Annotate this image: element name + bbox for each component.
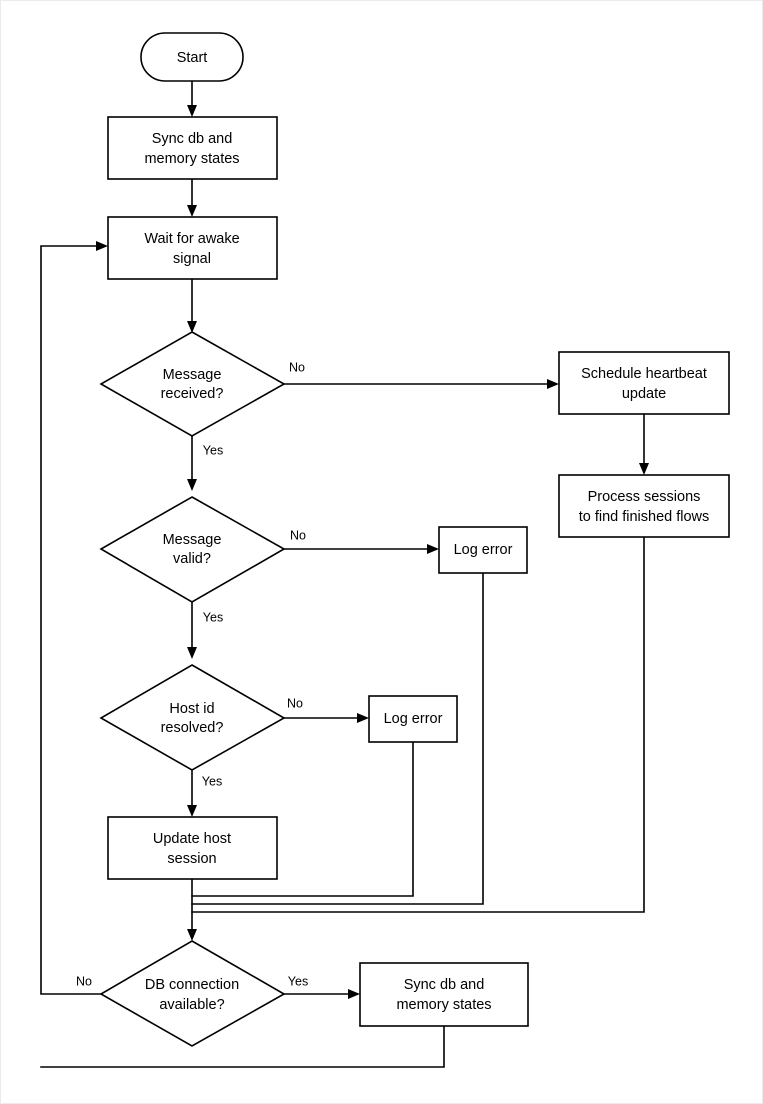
node-wait-awake[interactable]: Wait for awake signal bbox=[107, 216, 278, 280]
node-db-connection-label-line2: available? bbox=[159, 997, 224, 1013]
nodes-group: Start Sync db and memory states Wait for… bbox=[99, 32, 730, 1047]
arrow-head-wait-awake-loop bbox=[96, 241, 108, 251]
edge-sync-bottom-loop bbox=[40, 1025, 445, 1068]
node-host-id-resolved-label-line1: Host id bbox=[169, 701, 214, 717]
node-start-shape[interactable] bbox=[140, 32, 244, 82]
arrow-head-db-connection bbox=[187, 929, 197, 941]
node-start-label: Start bbox=[177, 50, 208, 66]
node-schedule-heartbeat-label-line1: Schedule heartbeat bbox=[581, 366, 707, 382]
node-host-id-resolved-shape[interactable] bbox=[99, 664, 286, 771]
node-sync-bottom-label-line1: Sync db and bbox=[404, 977, 485, 993]
node-sync-top[interactable]: Sync db and memory states bbox=[107, 116, 278, 180]
node-host-id-resolved-label-line2: resolved? bbox=[161, 720, 224, 736]
node-db-connection-label-line1: DB connection bbox=[145, 977, 239, 993]
node-sync-bottom-label-line2: memory states bbox=[396, 997, 491, 1013]
node-message-received-label-line2: received? bbox=[161, 386, 224, 402]
edge-process-sessions-merge bbox=[191, 537, 645, 913]
edge-label-message-received-no: No bbox=[289, 360, 305, 374]
arrow-head-sync-bottom bbox=[348, 989, 360, 999]
node-message-received-label-line1: Message bbox=[163, 367, 222, 383]
arrow-head-wait-awake bbox=[187, 205, 197, 217]
node-message-valid-label-line2: valid? bbox=[173, 551, 211, 567]
node-log-error-1-label: Log error bbox=[454, 542, 513, 558]
arrow-head-update-host bbox=[187, 805, 197, 817]
node-sync-bottom[interactable]: Sync db and memory states bbox=[359, 962, 529, 1027]
node-message-received-shape[interactable] bbox=[99, 331, 286, 437]
edge-label-host-id-yes: Yes bbox=[202, 774, 222, 788]
node-process-sessions[interactable]: Process sessions to find finished flows bbox=[558, 474, 730, 538]
node-start[interactable]: Start bbox=[140, 32, 244, 82]
edge-label-message-valid-no: No bbox=[290, 528, 306, 542]
edges-group bbox=[40, 80, 649, 1068]
node-db-connection-shape[interactable] bbox=[99, 940, 286, 1047]
arrow-head-process-sessions bbox=[639, 463, 649, 475]
node-wait-awake-label-line2: signal bbox=[173, 251, 211, 267]
node-process-sessions-label-line1: Process sessions bbox=[588, 489, 701, 505]
arrow-head-sync-top bbox=[187, 105, 197, 117]
edge-labels-group: No Yes No Yes No Yes No Yes bbox=[76, 360, 308, 988]
node-db-connection[interactable]: DB connection available? bbox=[99, 940, 286, 1047]
node-host-id-resolved[interactable]: Host id resolved? bbox=[99, 664, 286, 771]
node-schedule-heartbeat-label-line2: update bbox=[622, 386, 666, 402]
node-wait-awake-label-line1: Wait for awake bbox=[144, 231, 239, 247]
edge-log-error-2-merge bbox=[191, 740, 414, 897]
node-update-host-label-line1: Update host bbox=[153, 831, 231, 847]
edge-label-host-id-no: No bbox=[287, 696, 303, 710]
node-log-error-2[interactable]: Log error bbox=[368, 695, 458, 743]
edge-label-message-received-yes: Yes bbox=[203, 443, 223, 457]
node-sync-top-label-line2: memory states bbox=[144, 151, 239, 167]
arrow-head-message-valid bbox=[187, 479, 197, 491]
arrow-head-host-id bbox=[187, 647, 197, 659]
node-update-host-label-line2: session bbox=[167, 851, 216, 867]
node-update-host[interactable]: Update host session bbox=[107, 816, 278, 880]
node-message-valid-shape[interactable] bbox=[99, 496, 286, 603]
node-log-error-1-shape[interactable] bbox=[438, 526, 528, 574]
node-process-sessions-label-line2: to find finished flows bbox=[579, 509, 710, 525]
node-sync-top-label-line1: Sync db and bbox=[152, 131, 233, 147]
node-schedule-heartbeat-shape[interactable] bbox=[558, 351, 730, 415]
edge-label-message-valid-yes: Yes bbox=[203, 610, 223, 624]
node-log-error-1[interactable]: Log error bbox=[438, 526, 528, 574]
node-message-received[interactable]: Message received? bbox=[99, 331, 286, 437]
arrow-head-log-error-1 bbox=[427, 544, 439, 554]
node-update-host-shape[interactable] bbox=[107, 816, 278, 880]
arrow-head-message-received bbox=[187, 321, 197, 333]
node-process-sessions-shape[interactable] bbox=[558, 474, 730, 538]
edge-label-db-no: No bbox=[76, 974, 92, 988]
node-sync-bottom-shape[interactable] bbox=[359, 962, 529, 1027]
edge-log-error-1-merge bbox=[191, 572, 484, 905]
arrow-head-schedule-heartbeat bbox=[547, 379, 559, 389]
edge-db-no-loop bbox=[40, 245, 103, 995]
node-wait-awake-shape[interactable] bbox=[107, 216, 278, 280]
arrow-head-log-error-2 bbox=[357, 713, 369, 723]
node-message-valid-label-line1: Message bbox=[163, 532, 222, 548]
node-schedule-heartbeat[interactable]: Schedule heartbeat update bbox=[558, 351, 730, 415]
node-log-error-2-shape[interactable] bbox=[368, 695, 458, 743]
edge-label-db-yes: Yes bbox=[288, 974, 308, 988]
node-log-error-2-label: Log error bbox=[384, 711, 443, 727]
node-message-valid[interactable]: Message valid? bbox=[99, 496, 286, 603]
node-sync-top-shape[interactable] bbox=[107, 116, 278, 180]
